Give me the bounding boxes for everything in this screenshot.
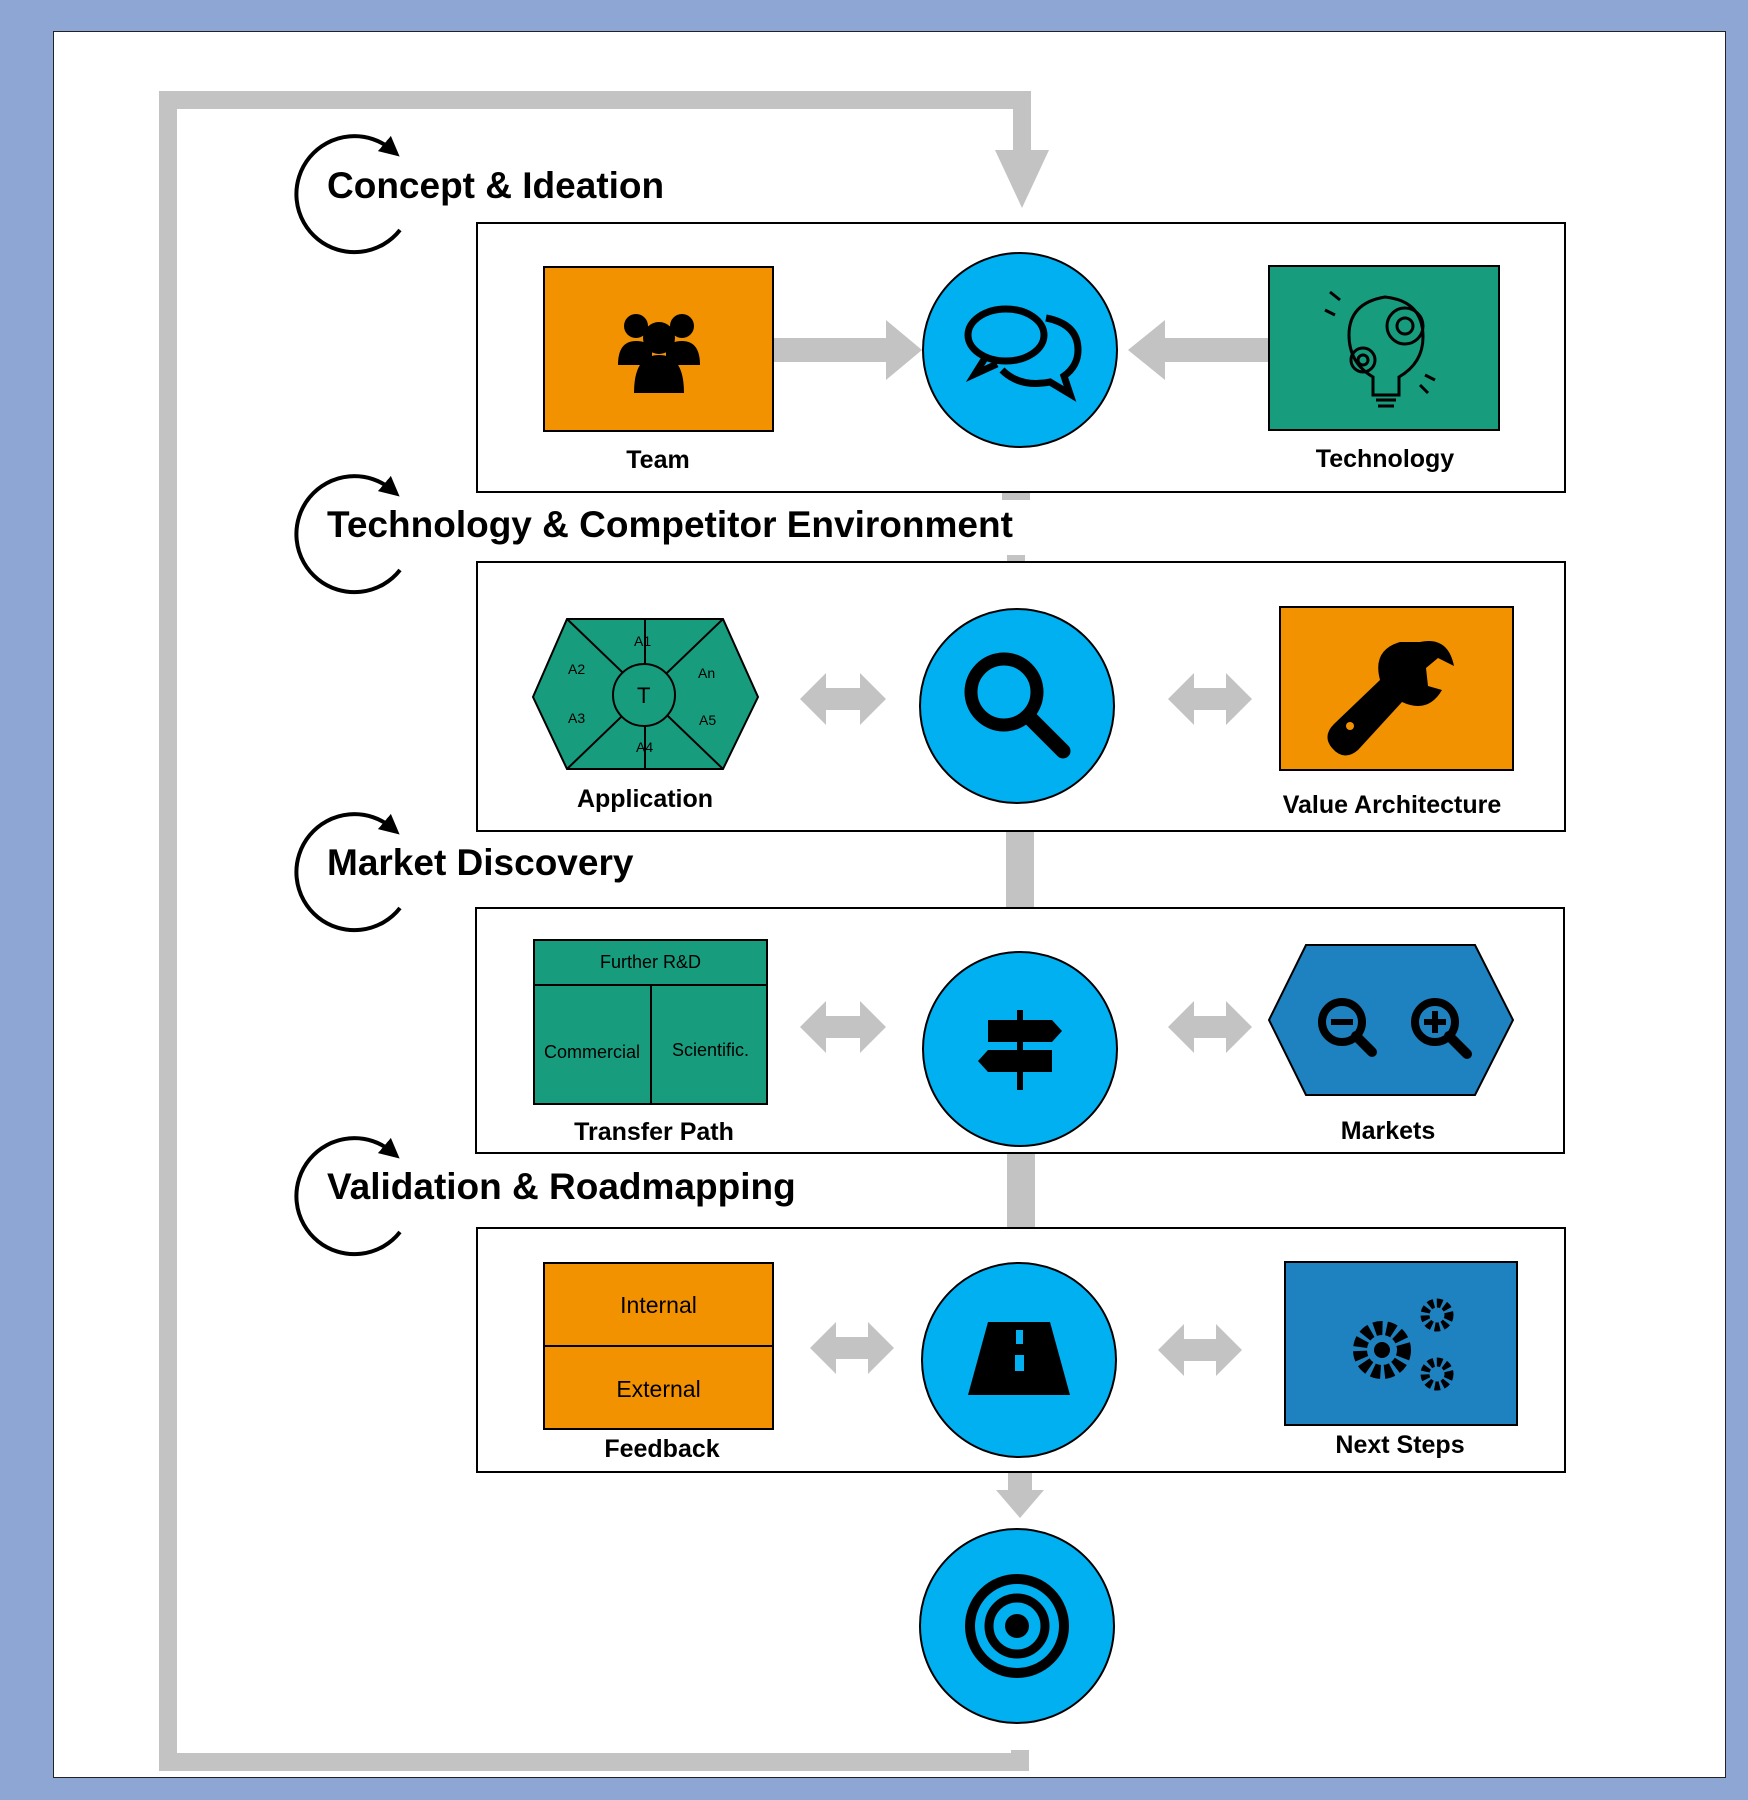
spine-arrow-head [996,1490,1044,1518]
phase-title: Validation & Roadmapping [327,1166,796,1207]
segment-label: An [698,665,716,681]
technology-card [1268,265,1500,431]
magnifier-icon [964,652,1071,759]
team-icon [618,314,700,393]
phase-title: Technology & Competitor Environment [327,504,1013,545]
phase-title: Market Discovery [327,842,634,883]
card-label: Next Steps [1335,1431,1465,1459]
arrow-technology-to-hub [1128,320,1270,380]
lightbulb-gear-icon [1324,290,1436,408]
double-arrow [1168,673,1252,725]
markets-hexagon [1267,944,1515,1096]
segment-label: A1 [634,633,652,649]
hub-environment [919,608,1115,804]
phase-title: Concept & Ideation [327,165,665,206]
double-arrow [1158,1324,1242,1376]
card-label: Markets [1340,1117,1436,1145]
card-label: Technology [1315,445,1455,473]
arrow-team-to-hub [773,320,922,380]
segment-label: A4 [636,739,654,755]
segment-center-label: T [637,683,651,708]
double-arrow [1168,1001,1252,1053]
cycle-arrow-icon [294,134,402,255]
road-icon [968,1322,1070,1395]
wrench-icon [1327,641,1454,756]
double-arrow [810,1322,894,1374]
target-icon [965,1574,1069,1678]
chat-bubbles-icon [964,305,1082,402]
next-steps-card [1284,1261,1518,1426]
card-label: Feedback [604,1435,720,1463]
transfer-path-scientific: Scientific. [672,1040,750,1060]
cycle-arrow-icon [294,812,402,933]
segment-label: A5 [699,712,717,728]
segment-label: A3 [568,710,586,726]
spine-connector [1007,1148,1035,1236]
loop-arrow-head [995,150,1049,208]
feedback-internal: Internal [620,1292,697,1318]
app-center [612,663,676,727]
gears-icon [1353,1298,1454,1391]
signpost-icon [978,1010,1062,1090]
feedback-loop-connector [159,91,1031,1771]
card-label: Transfer Path [574,1118,734,1146]
transfer-path-top: Further R&D [599,952,702,972]
card-label: Team [626,446,690,474]
segment-label: A2 [568,661,586,677]
hub-concept [922,252,1118,448]
card-label: Application [576,785,714,813]
zoom-in-out-icon [1318,998,1472,1059]
feedback-external: External [616,1376,701,1402]
cycle-arrow-icon [294,1136,402,1257]
double-arrow [800,673,886,725]
cycle-arrow-icon [294,474,402,595]
transfer-path-commercial: Commercial [544,1042,641,1062]
double-arrow [800,1001,886,1053]
card-label: Value Architecture [1282,791,1502,819]
